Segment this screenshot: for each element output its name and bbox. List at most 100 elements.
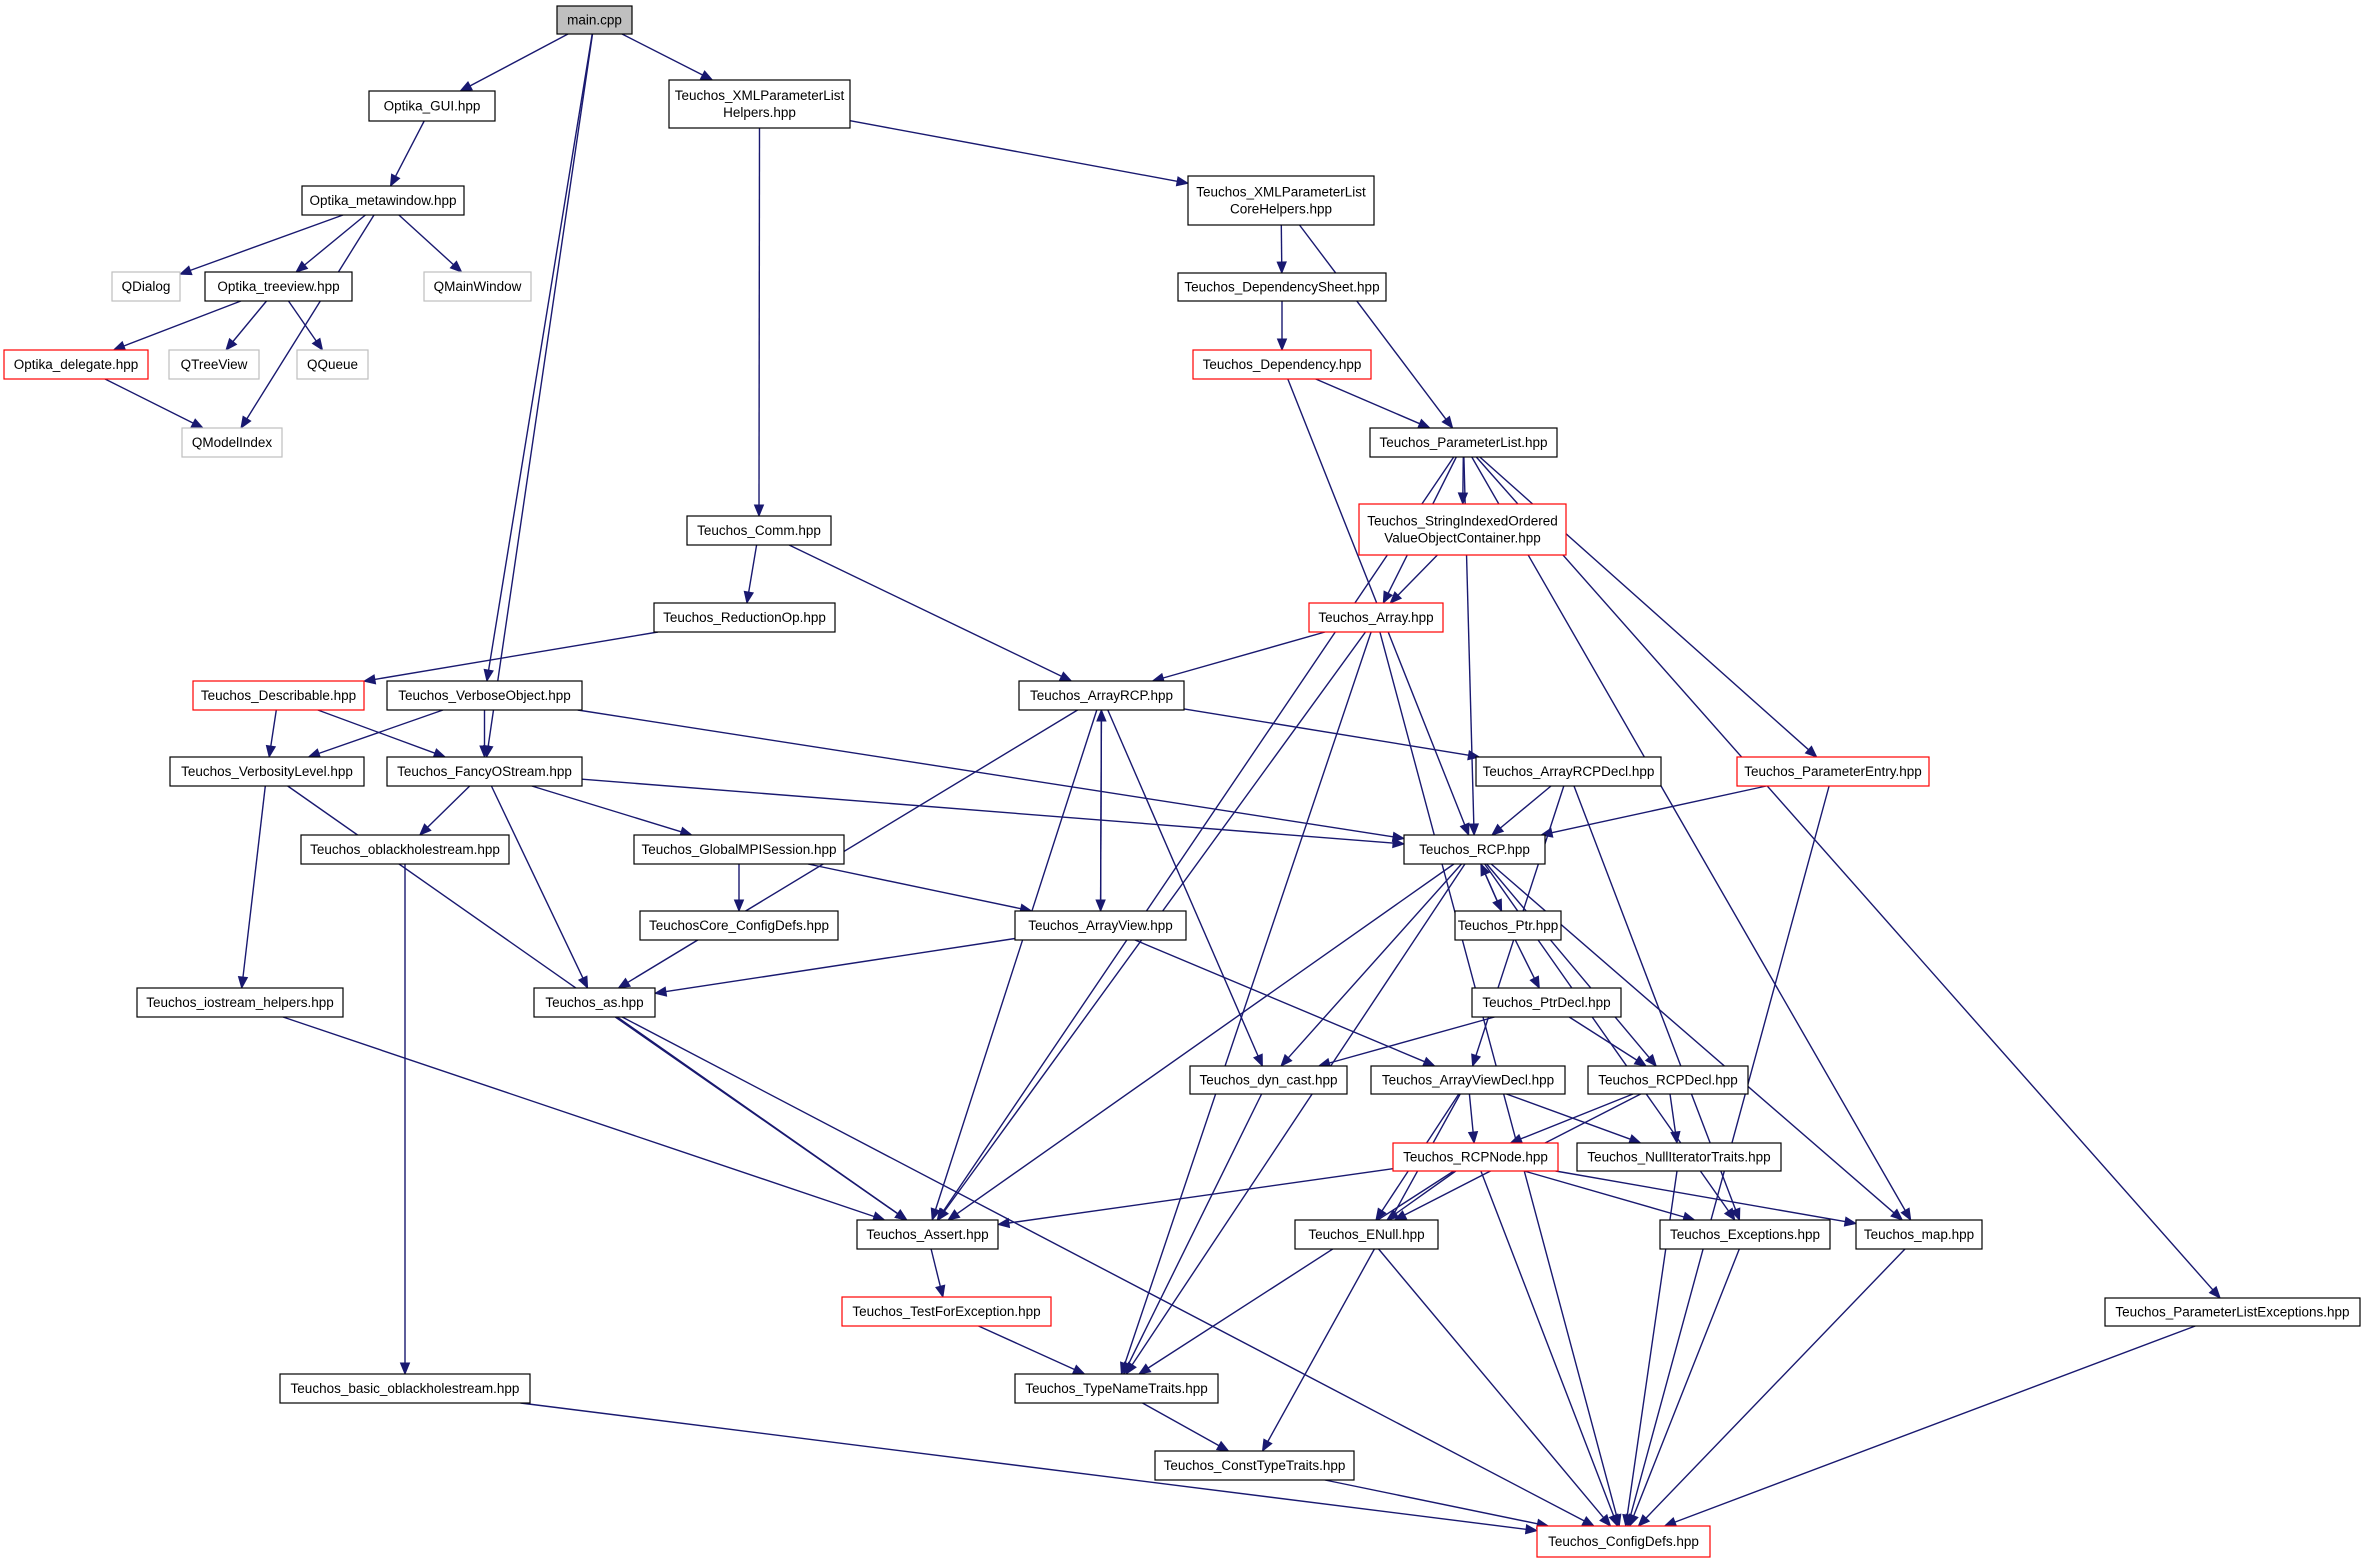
node-box[interactable] (192, 680, 365, 711)
node-box[interactable] (204, 271, 353, 302)
node-nulliter[interactable]: Teuchos_NullIteratorTraits.hpp (1576, 1142, 1782, 1172)
node-ptrdecl[interactable]: Teuchos_PtrDecl.hpp (1471, 987, 1622, 1018)
node-dyncast[interactable]: Teuchos_dyn_cast.hpp (1189, 1065, 1348, 1095)
node-box[interactable] (653, 602, 836, 633)
node-rcpnode[interactable]: Teuchos_RCPNode.hpp (1392, 1142, 1559, 1172)
node-box[interactable] (686, 515, 832, 546)
node-box[interactable] (1587, 1065, 1749, 1095)
node-box[interactable] (1576, 1142, 1782, 1172)
node-qtreeview[interactable]: QTreeView (168, 349, 260, 380)
node-box[interactable] (1154, 1450, 1355, 1481)
node-rcpdecl[interactable]: Teuchos_RCPDecl.hpp (1587, 1065, 1749, 1095)
node-arrayviewdecl[interactable]: Teuchos_ArrayViewDecl.hpp (1370, 1065, 1566, 1095)
node-verbositylevel[interactable]: Teuchos_VerbosityLevel.hpp (169, 756, 365, 787)
node-box[interactable] (1014, 910, 1187, 941)
node-box[interactable] (423, 271, 532, 302)
node-strindexed[interactable]: Teuchos_StringIndexedOrderedValueObjectC… (1358, 503, 1567, 556)
node-box[interactable] (1187, 175, 1375, 226)
node-basicoblackhole[interactable]: Teuchos_basic_oblackholestream.hpp (279, 1373, 531, 1404)
node-paramlistexc[interactable]: Teuchos_ParameterListExceptions.hpp (2104, 1297, 2361, 1327)
node-arrayrcpdecl[interactable]: Teuchos_ArrayRCPDecl.hpp (1475, 756, 1662, 787)
node-delegate[interactable]: Optika_delegate.hpp (3, 349, 149, 380)
node-optika_gui[interactable]: Optika_GUI.hpp (368, 90, 496, 122)
node-box[interactable] (386, 756, 583, 787)
node-arrayrcp[interactable]: Teuchos_ArrayRCP.hpp (1018, 680, 1185, 711)
node-paramentry[interactable]: Teuchos_ParameterEntry.hpp (1736, 756, 1930, 787)
node-ptr[interactable]: Teuchos_Ptr.hpp (1454, 910, 1562, 941)
node-box[interactable] (639, 910, 839, 941)
node-testforexception[interactable]: Teuchos_TestForException.hpp (841, 1296, 1052, 1327)
node-fancyostream[interactable]: Teuchos_FancyOStream.hpp (386, 756, 583, 787)
node-box[interactable] (1308, 602, 1444, 633)
node-box[interactable] (1475, 756, 1662, 787)
node-box[interactable] (1358, 503, 1567, 556)
node-box[interactable] (1855, 1219, 1983, 1250)
node-arrayview[interactable]: Teuchos_ArrayView.hpp (1014, 910, 1187, 941)
node-configdefs[interactable]: Teuchos_ConfigDefs.hpp (1536, 1525, 1711, 1558)
node-box[interactable] (3, 349, 149, 380)
node-qmodelindex[interactable]: QModelIndex (181, 427, 283, 458)
node-oblackhole[interactable]: Teuchos_oblackholestream.hpp (300, 834, 510, 865)
node-box[interactable] (1369, 427, 1558, 458)
node-box[interactable] (279, 1373, 531, 1404)
node-treeview[interactable]: Optika_treeview.hpp (204, 271, 353, 302)
node-rcp[interactable]: Teuchos_RCP.hpp (1403, 834, 1546, 865)
node-box[interactable] (300, 834, 510, 865)
node-enull[interactable]: Teuchos_ENull.hpp (1294, 1219, 1439, 1250)
node-globalmpi[interactable]: Teuchos_GlobalMPISession.hpp (633, 834, 845, 865)
node-box[interactable] (841, 1296, 1052, 1327)
node-box[interactable] (1294, 1219, 1439, 1250)
node-box[interactable] (1536, 1525, 1711, 1558)
node-paramlist[interactable]: Teuchos_ParameterList.hpp (1369, 427, 1558, 458)
node-depsheet[interactable]: Teuchos_DependencySheet.hpp (1177, 272, 1387, 302)
node-box[interactable] (301, 185, 465, 216)
node-verboseobject[interactable]: Teuchos_VerboseObject.hpp (386, 680, 583, 711)
node-qqueue[interactable]: QQueue (296, 349, 369, 380)
node-box[interactable] (1192, 349, 1372, 380)
node-box[interactable] (111, 271, 181, 302)
node-box[interactable] (386, 680, 583, 711)
node-box[interactable] (1177, 272, 1387, 302)
node-box[interactable] (556, 5, 633, 35)
node-box[interactable] (1403, 834, 1546, 865)
node-box[interactable] (1471, 987, 1622, 1018)
node-box[interactable] (296, 349, 369, 380)
node-dependency[interactable]: Teuchos_Dependency.hpp (1192, 349, 1372, 380)
node-main[interactable]: main.cpp (556, 5, 633, 35)
node-exceptions[interactable]: Teuchos_Exceptions.hpp (1659, 1219, 1831, 1250)
node-box[interactable] (1189, 1065, 1348, 1095)
node-as[interactable]: Teuchos_as.hpp (533, 987, 656, 1018)
node-box[interactable] (633, 834, 845, 865)
node-comm[interactable]: Teuchos_Comm.hpp (686, 515, 832, 546)
node-qmainwindow[interactable]: QMainWindow (423, 271, 532, 302)
node-box[interactable] (856, 1219, 999, 1250)
node-metawindow[interactable]: Optika_metawindow.hpp (301, 185, 465, 216)
node-qdialog[interactable]: QDialog (111, 271, 181, 302)
node-box[interactable] (1370, 1065, 1566, 1095)
node-reductionop[interactable]: Teuchos_ReductionOp.hpp (653, 602, 836, 633)
node-box[interactable] (2104, 1297, 2361, 1327)
node-box[interactable] (368, 90, 496, 122)
node-array[interactable]: Teuchos_Array.hpp (1308, 602, 1444, 633)
node-box[interactable] (181, 427, 283, 458)
node-box[interactable] (1014, 1373, 1219, 1404)
node-box[interactable] (1392, 1142, 1559, 1172)
node-assert[interactable]: Teuchos_Assert.hpp (856, 1219, 999, 1250)
node-box[interactable] (1659, 1219, 1831, 1250)
node-map[interactable]: Teuchos_map.hpp (1855, 1219, 1983, 1250)
node-box[interactable] (168, 349, 260, 380)
node-typenametraits[interactable]: Teuchos_TypeNameTraits.hpp (1014, 1373, 1219, 1404)
node-consttypetraits[interactable]: Teuchos_ConstTypeTraits.hpp (1154, 1450, 1355, 1481)
node-iostreamhelpers[interactable]: Teuchos_iostream_helpers.hpp (136, 987, 344, 1018)
node-box[interactable] (533, 987, 656, 1018)
node-box[interactable] (1736, 756, 1930, 787)
node-coreconfig[interactable]: TeuchosCore_ConfigDefs.hpp (639, 910, 839, 941)
node-describable[interactable]: Teuchos_Describable.hpp (192, 680, 365, 711)
node-box[interactable] (1454, 910, 1562, 941)
node-box[interactable] (136, 987, 344, 1018)
node-box[interactable] (668, 79, 851, 129)
node-box[interactable] (169, 756, 365, 787)
node-box[interactable] (1018, 680, 1185, 711)
